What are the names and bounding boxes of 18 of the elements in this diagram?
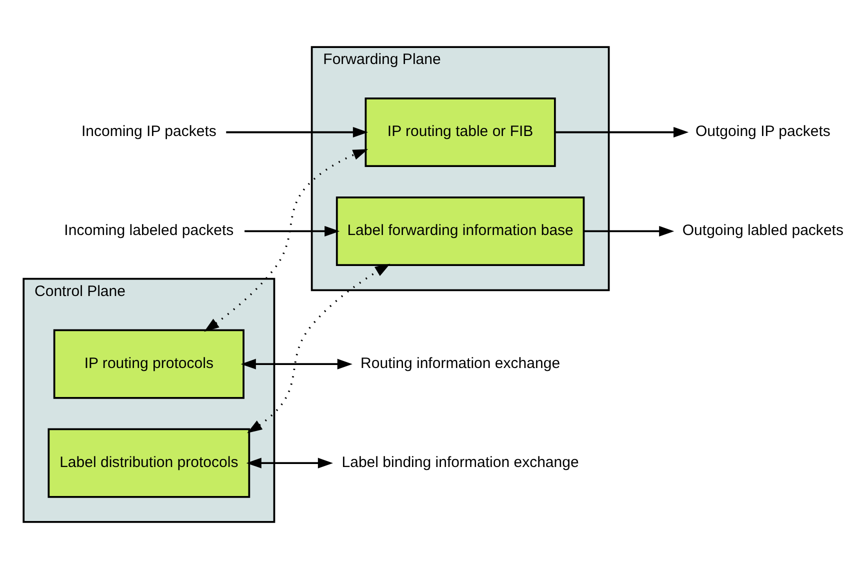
node-box: IP routing protocols: [53, 329, 244, 399]
arrow: [247, 264, 390, 434]
arrow: [240, 358, 352, 370]
node-box: Label distribution protocols: [48, 428, 250, 498]
node-box: IP routing table or FIB: [364, 97, 556, 168]
arrow: [244, 226, 340, 237]
arrow: [555, 126, 689, 138]
node-text: Incoming labeled packets: [64, 222, 234, 240]
node-box: Label forwarding information base: [336, 196, 585, 266]
arrow: [246, 458, 333, 468]
node-text: Outgoing labled packets: [682, 222, 844, 240]
node-text: Label binding information exchange: [342, 454, 579, 471]
arrow: [584, 226, 674, 237]
arrow: [204, 149, 368, 332]
arrow: [226, 126, 368, 138]
node-text: Incoming IP packets: [81, 123, 216, 140]
node-text: Outgoing IP packets: [695, 123, 830, 140]
node-text: Routing information exchange: [360, 354, 560, 372]
